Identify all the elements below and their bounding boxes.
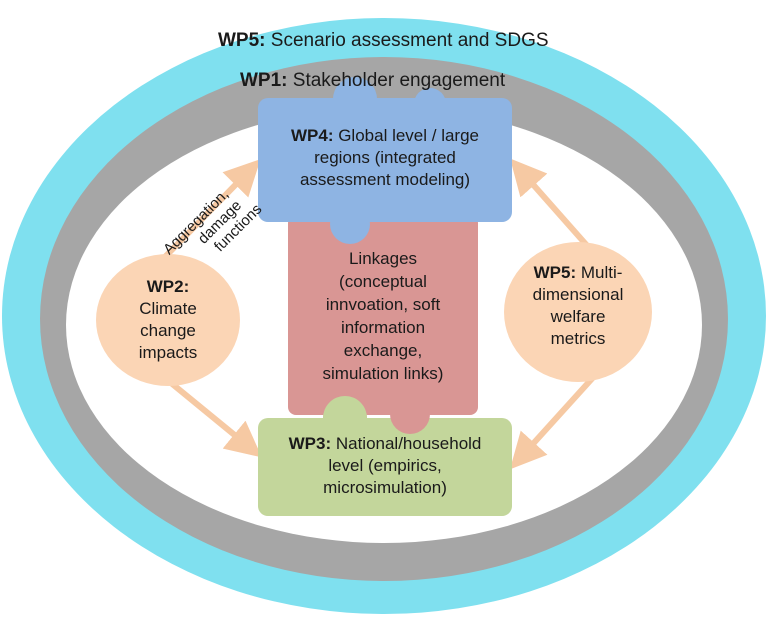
arrows <box>157 158 601 470</box>
arrow-wp5-to-wp3 <box>509 369 601 470</box>
wp4-line2: regions (integrated <box>314 148 456 167</box>
linkages-label: Linkages (conceptual innvoation, soft in… <box>292 247 474 385</box>
linkages-line1: Linkages <box>348 249 418 268</box>
linkages-line3: innvoation, soft <box>325 295 441 314</box>
wp4-line3: assessment modeling) <box>299 170 471 189</box>
wp5-metrics-tag: WP5: <box>533 263 577 282</box>
wp2-line1: Climate <box>139 299 197 318</box>
wp2-tag: WP2: <box>146 277 190 296</box>
inner-ring-text: Stakeholder engagement <box>287 70 506 91</box>
wp4-box <box>258 77 512 244</box>
outer-ring-tag: WP5: <box>218 30 266 51</box>
inner-ring-title: WP1: Stakeholder engagement <box>240 70 505 92</box>
inner-ring-tag: WP1: <box>240 70 288 91</box>
wp3-line2: level (empirics, <box>328 456 442 475</box>
wp2-line2: change <box>140 321 196 340</box>
wp3-label: WP3: National/household level (empirics,… <box>262 433 508 499</box>
wp4-label: WP4: Global level / large regions (integ… <box>262 125 508 191</box>
wp5-metrics-line3: welfare <box>550 307 606 326</box>
linkages-line5: exchange, <box>343 341 423 360</box>
wp2-line3: impacts <box>138 343 198 362</box>
linkages-line2: (conceptual <box>339 272 427 291</box>
linkages-line6: simulation links) <box>322 364 444 383</box>
wp3-tag: WP3: <box>288 434 332 453</box>
wp4-line1: Global level / large <box>333 126 480 145</box>
wp3-line3: microsimulation) <box>323 478 447 497</box>
wp2-oval <box>96 254 240 386</box>
wp3-box <box>258 394 512 516</box>
outer-ring-text: Scenario assessment and SDGS <box>265 30 549 51</box>
wp5-metrics-label: WP5: Multi- dimensional welfare metrics <box>512 262 644 350</box>
wp5-oval <box>504 242 652 382</box>
wp5-metrics-line4: metrics <box>550 329 606 348</box>
linkages-line4: information <box>340 318 426 337</box>
arrow-wp2-to-wp3 <box>163 375 262 458</box>
wp4-tag: WP4: <box>290 126 334 145</box>
wp5-metrics-line2: dimensional <box>532 285 624 304</box>
arrow-wp2-to-wp4 <box>157 159 261 265</box>
outer-ring-title: WP5: Scenario assessment and SDGS <box>218 30 549 52</box>
wp3-line1: National/household <box>331 434 482 453</box>
wp2-label: WP2: Climate change impacts <box>110 276 226 364</box>
wp5-metrics-line1: Multi- <box>576 263 623 282</box>
